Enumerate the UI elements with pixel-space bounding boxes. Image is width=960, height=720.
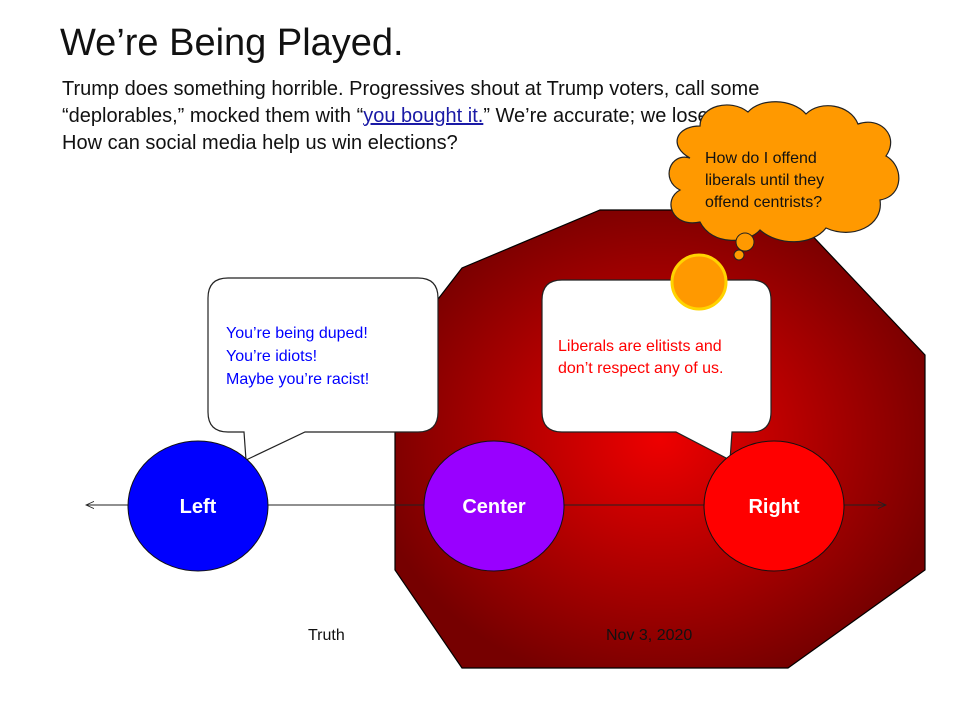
center-node-label: Center (462, 496, 526, 518)
left-bubble-line-2: You’re idiots! (226, 348, 317, 365)
left-speech-bubble (207, 277, 439, 461)
left-node-label: Left (180, 496, 217, 518)
thinker-circle (670, 253, 728, 311)
thought-line-1: How do I offend (705, 150, 817, 167)
left-node (127, 440, 269, 572)
stop-octagon (394, 209, 926, 669)
truth-label: Truth (308, 627, 345, 644)
intro-paragraph: Trump does something horrible. Progressi… (62, 76, 832, 157)
thought-line-3: offend centrists? (705, 194, 822, 211)
right-speech-bubble (541, 279, 772, 461)
thought-line-2: liberals until they (705, 172, 824, 189)
you-bought-it-link[interactable]: you bought it. (363, 105, 484, 127)
date-label: Nov 3, 2020 (606, 627, 692, 644)
right-bubble-line-2: don’t respect any of us. (558, 360, 723, 377)
page-title: We’re Being Played. (60, 22, 404, 64)
intro-text-start: Trump does something horrible. Progressi… (62, 78, 760, 127)
center-node (423, 440, 565, 572)
left-bubble-line-3: Maybe you’re racist! (226, 371, 369, 388)
right-node-label: Right (748, 496, 799, 518)
thought-bubble (668, 101, 900, 261)
right-node (703, 440, 845, 572)
right-bubble-line-1: Liberals are elitists and (558, 338, 722, 355)
left-bubble-line-1: You’re being duped! (226, 325, 368, 342)
